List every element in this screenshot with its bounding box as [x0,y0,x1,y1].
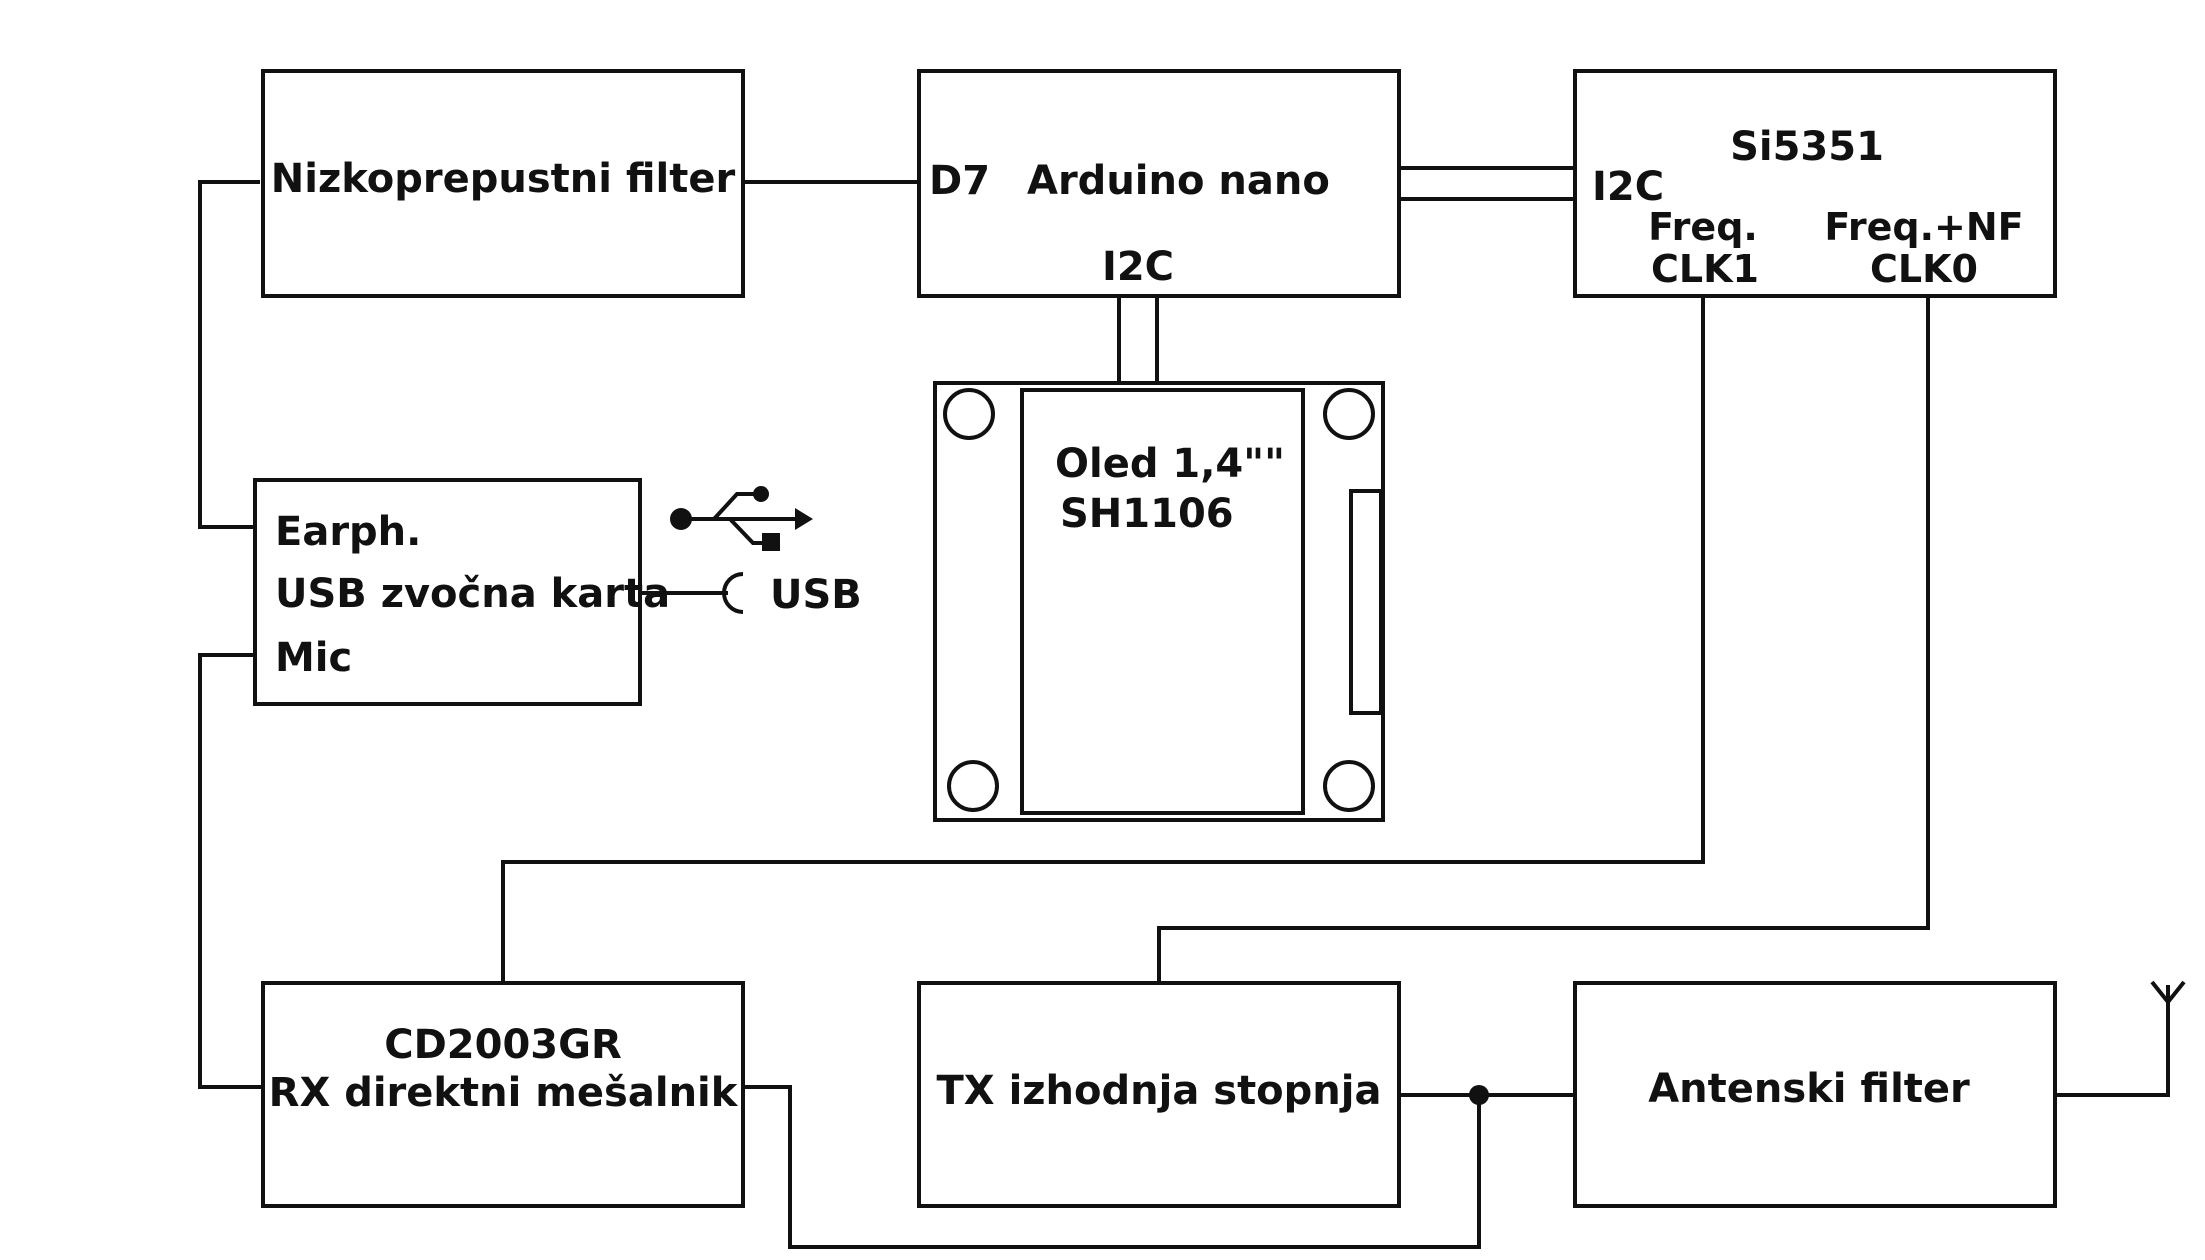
arduino-d7-pin: D7 [929,158,990,204]
wire-antenna [2057,985,2170,1097]
arduino-i2c-label: I2C [1102,244,1174,290]
si5351-label: Si5351 [1730,124,1884,170]
soundcard-block: Earph. USB zvočna karta Mic [253,478,670,706]
lowpass-label: Nizkoprepustni filter [271,156,736,202]
wire-mic-rx [198,653,263,1089]
rx-line1: CD2003GR [384,1022,622,1068]
antenna-filter-block: Antenski filter [1573,981,2057,1208]
mount-hole-tr [1323,388,1375,440]
oled-line1: Oled 1,4"" [1055,441,1285,487]
wires [198,166,2186,1249]
si5351-i2c-label: I2C [1592,164,1664,210]
oled-screen [1020,388,1305,815]
usb-icon [670,486,813,551]
usb-label: USB [770,572,862,618]
oled-line2: SH1106 [1060,491,1234,537]
si5351-clk1: CLK1 [1651,247,1759,291]
antfilter-label: Antenski filter [1648,1066,1970,1112]
rx-mixer-block: CD2003GR RX direktni mešalnik [261,981,745,1208]
mount-hole-tl [943,388,995,440]
mount-hole-bl [947,760,999,812]
soundcard-mic: Mic [275,635,352,681]
soundcard-earph: Earph. [275,509,421,555]
si5351-clk0: CLK0 [1870,247,1978,291]
soundcard-label: USB zvočna karta [275,571,670,617]
usb-connector [722,572,744,614]
antenna-icon [2150,980,2186,1004]
arduino-block: D7 Arduino nano I2C [917,69,1401,298]
wire-clk1-rx [501,296,1705,983]
mount-hole-br [1323,760,1375,812]
junction-dot [1469,1085,1489,1105]
rx-line2: RX direktni mešalnik [269,1070,739,1116]
wire-clk0-tx [1157,296,1930,983]
wire-lowpass-earph [198,180,260,529]
tx-label: TX izhodnja stopnja [937,1068,1382,1114]
wire-rx-out [745,1085,1481,1249]
oled-module: Oled 1,4"" SH1106 [933,381,1385,822]
tx-stage-block: TX izhodnja stopnja [917,981,1401,1208]
si5351-block: Si5351 I2C Freq. CLK1 Freq.+NF CLK0 [1573,69,2057,298]
si5351-freq-left: Freq. [1648,205,1758,249]
oled-connector [1349,489,1383,715]
lowpass-filter-block: Nizkoprepustni filter [261,69,745,298]
si5351-freq-right: Freq.+NF [1824,205,2023,249]
arduino-label: Arduino nano [1027,158,1330,204]
